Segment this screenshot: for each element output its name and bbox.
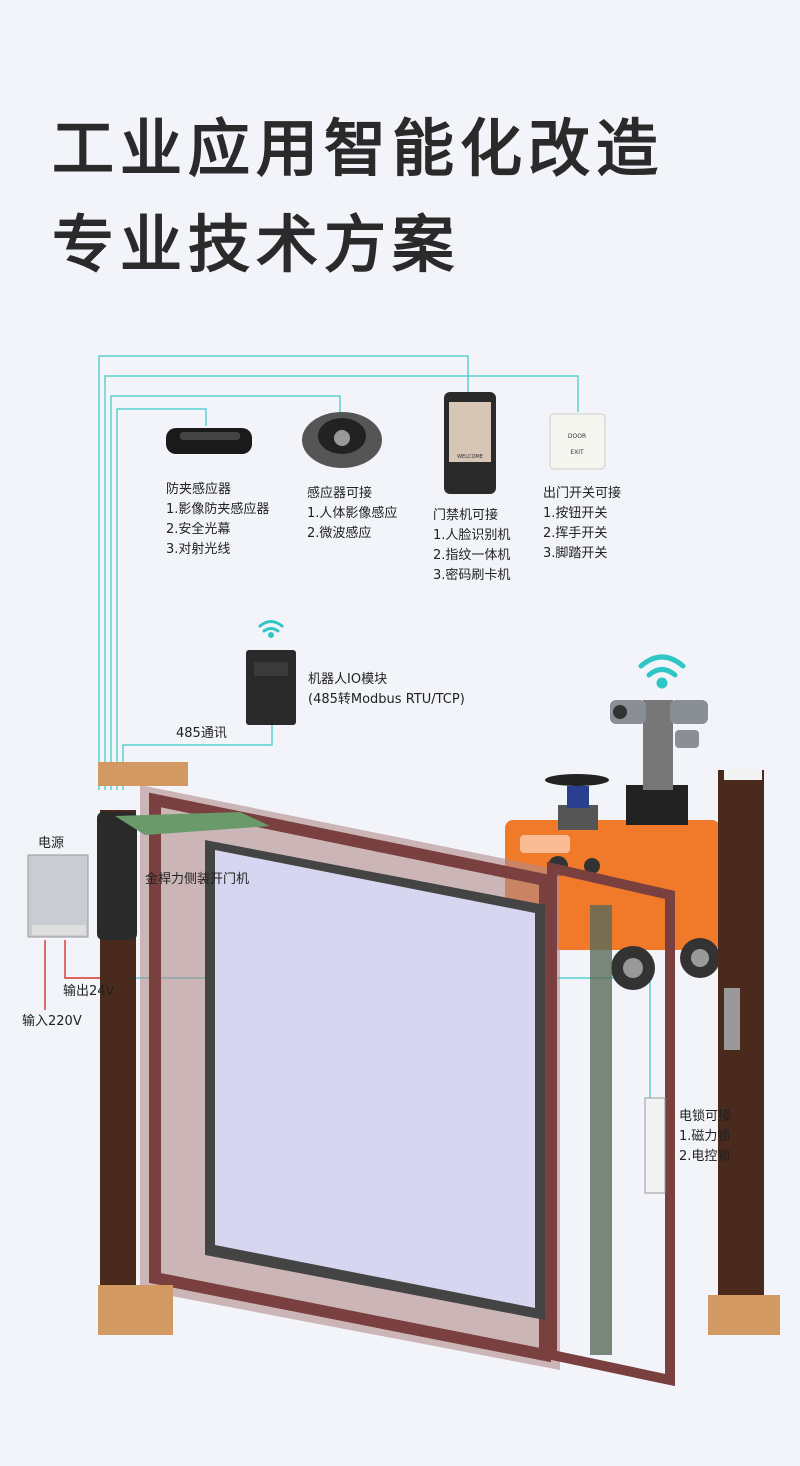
lock-item: 2.电控锁 <box>679 1149 731 1164</box>
exit-switch-item: 2.挥手开关 <box>543 526 608 541</box>
power-input-label: 输入220V <box>22 1014 82 1029</box>
opener-label: 金桿力侧装开门机 <box>145 872 250 887</box>
lock-label: 电锁可接 1.磁力锁 2.电控锁 <box>679 1107 731 1167</box>
exit-button-top-text: DOOR <box>568 433 586 440</box>
anti-pinch-label: 防夹感应器 1.影像防夹感应器 2.安全光幕 3.对射光线 <box>166 480 269 560</box>
gate-frame <box>140 785 675 1387</box>
anti-pinch-item: 1.影像防夹感应器 <box>166 502 270 517</box>
anti-pinch-item: 2.安全光幕 <box>166 522 231 537</box>
anti-pinch-title: 防夹感应器 <box>166 482 232 497</box>
io-module-label: 机器人IO模块 (485转Modbus RTU/TCP) <box>308 670 465 710</box>
exit-switch-image: DOOR EXIT <box>549 413 606 470</box>
access-screen-text: WELCOME <box>457 454 483 460</box>
io-wifi-icon <box>258 620 284 638</box>
access-item: 2.指纹一体机 <box>433 548 511 563</box>
sensor-title: 感应器可接 <box>307 486 373 501</box>
access-item: 3.密码刷卡机 <box>433 568 511 583</box>
exit-switch-title: 出门开关可接 <box>543 486 622 501</box>
anti-pinch-sensor-image <box>166 428 252 454</box>
title-line-2: 专业技术方案 <box>52 208 461 281</box>
power-output-label: 输出24V <box>63 984 115 999</box>
comm-label: 485通讯 <box>176 726 227 741</box>
io-module-subtitle: (485转Modbus RTU/TCP) <box>308 692 465 707</box>
io-module-image <box>246 650 296 725</box>
exit-switch-label: 出门开关可接 1.按钮开关 2.挥手开关 3.脚踏开关 <box>543 484 621 564</box>
access-title: 门禁机可接 <box>433 508 499 523</box>
io-module-title: 机器人IO模块 <box>308 672 388 687</box>
access-control-image: WELCOME <box>444 392 496 494</box>
sensor-item: 1.人体影像感应 <box>307 506 398 521</box>
sensor-item: 2.微波感应 <box>307 526 372 541</box>
lock-title: 电锁可接 <box>679 1109 732 1124</box>
exit-button-bottom-text: EXIT <box>570 449 584 456</box>
sensor-label: 感应器可接 1.人体影像感应 2.微波感应 <box>307 484 397 544</box>
exit-switch-item: 1.按钮开关 <box>543 506 608 521</box>
exit-switch-item: 3.脚踏开关 <box>543 546 608 561</box>
power-supply-image <box>27 854 89 938</box>
access-item: 1.人脸识别机 <box>433 528 511 543</box>
human-sensor-image <box>302 412 382 468</box>
access-label: 门禁机可接 1.人脸识别机 2.指纹一体机 3.密码刷卡机 <box>433 506 510 586</box>
anti-pinch-item: 3.对射光线 <box>166 542 231 557</box>
title-line-1: 工业应用智能化改造 <box>52 112 665 185</box>
lock-item: 1.磁力锁 <box>679 1129 731 1144</box>
power-title: 电源 <box>38 836 65 851</box>
right-post <box>708 770 780 1335</box>
left-post <box>97 762 270 1335</box>
wifi-icon <box>638 654 686 689</box>
